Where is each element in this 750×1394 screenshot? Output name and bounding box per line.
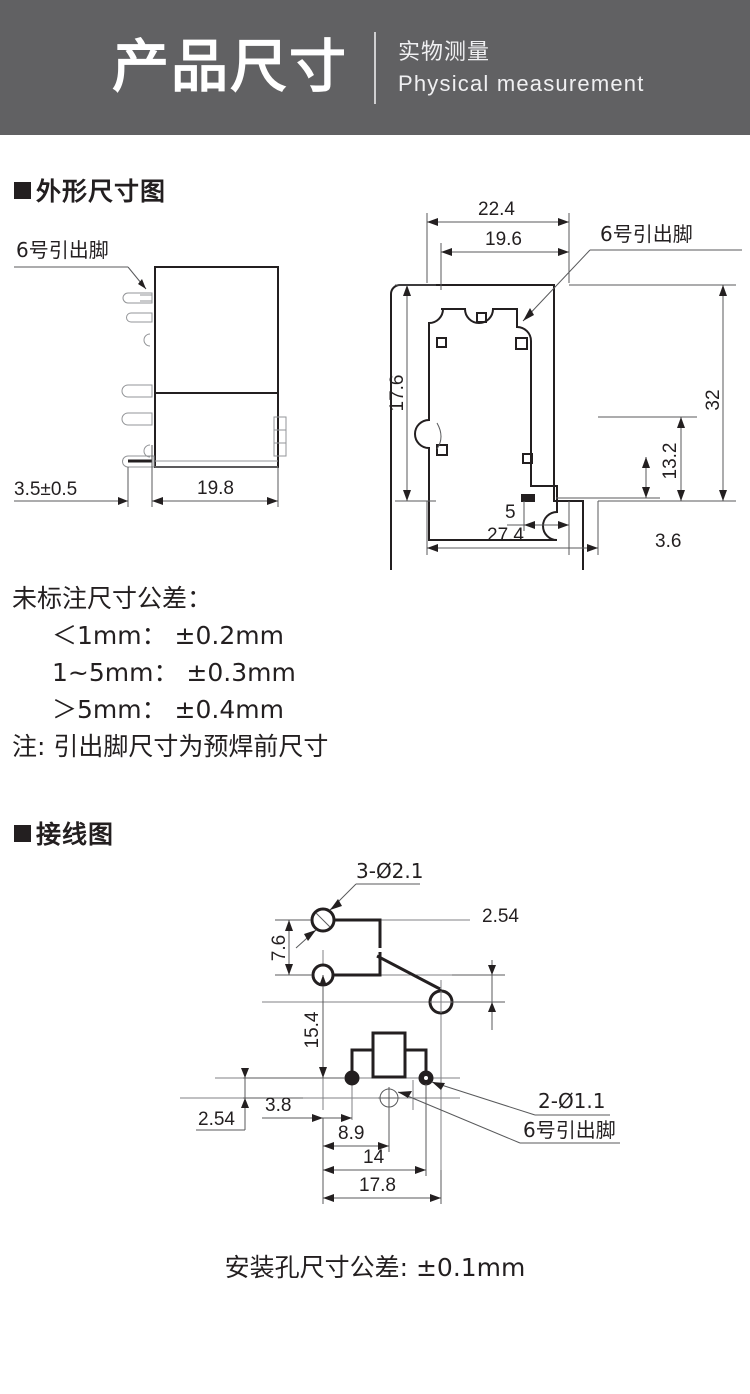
wiring-dim-h-178: 17.8	[359, 1175, 396, 1196]
section-heading-outline-label: 外形尺寸图	[36, 177, 167, 206]
outline-dimension-drawing: 6号引出脚 3.5±0.5 19.8 6号引出脚	[0, 195, 750, 570]
page-title: 产品尺寸	[112, 34, 348, 100]
bottom-view-dim-top-inner: 19.6	[485, 229, 522, 250]
header-subtitle-en: Physical measurement	[398, 70, 645, 96]
bottom-view-dim-right-step: 13.2	[660, 443, 681, 480]
wiring-dim-v-right: 2.54	[482, 906, 519, 927]
bottom-view-dim-right-overall: 32	[703, 389, 724, 410]
section-heading-outline-dimensions: 外形尺寸图	[14, 172, 166, 208]
tolerance-row-2: ＞5mm： ±0.4mm	[52, 695, 284, 724]
bottom-view-dim-bottom-right: 3.6	[655, 531, 681, 552]
bottom-view-pin6-callout-label: 6号引出脚	[600, 222, 693, 246]
tolerance-note-block: 未标注尺寸公差： ＜1mm： ±0.2mm 1~5mm： ±0.3mm ＞5mm…	[12, 580, 328, 765]
wiring-dim-h-89: 8.9	[338, 1123, 364, 1144]
square-bullet-icon	[14, 825, 31, 842]
bottom-view-dim-bottom-overall: 27.4	[487, 525, 524, 546]
wiring-callout-hole-small: 2-Ø1.1	[538, 1089, 606, 1113]
wiring-callout-pin6: 6号引出脚	[523, 1118, 616, 1142]
tolerance-row-1: 1~5mm： ±0.3mm	[52, 658, 296, 687]
tolerance-footnote: 注: 引出脚尺寸为预焊前尺寸	[12, 732, 329, 761]
wiring-dim-v-mid: 15.4	[302, 1011, 323, 1048]
wiring-callout-hole-large: 3-Ø2.1	[356, 860, 424, 883]
side-view-dim-thickness: 3.5±0.5	[14, 479, 77, 500]
wiring-dim-v-top: 7.6	[269, 935, 290, 961]
tolerance-row-0: ＜1mm： ±0.2mm	[52, 621, 284, 650]
square-bullet-icon	[14, 182, 31, 199]
tolerance-heading: 未标注尺寸公差：	[12, 584, 213, 613]
section-heading-wiring-label: 接线图	[36, 820, 115, 849]
header-subtitle-group: 实物测量 Physical measurement	[398, 36, 645, 100]
side-view-dim-width: 19.8	[197, 478, 234, 499]
wiring-dim-v-left-bottom: 2.54	[198, 1109, 235, 1130]
side-view-pin6-callout-label: 6号引出脚	[16, 238, 109, 262]
bottom-view-dim-bottom-small: 5	[505, 502, 516, 523]
bottom-view-dim-left-height: 17.6	[387, 375, 408, 412]
wiring-dim-h-38: 3.8	[265, 1095, 291, 1116]
bottom-view-dim-top-overall: 22.4	[478, 199, 515, 220]
header-subtitle-cn: 实物测量	[398, 38, 491, 64]
mounting-hole-tolerance-note: 安装孔尺寸公差: ±0.1mm	[224, 1253, 526, 1282]
wiring-dim-h-14: 14	[363, 1147, 385, 1168]
section-heading-wiring-diagram: 接线图	[14, 815, 114, 851]
wiring-diagram-drawing: 3-Ø2.1 2-Ø1.1 6号引出脚 7.6 15.4 2.54 2.54 3…	[0, 860, 750, 1240]
page-header-banner: 产品尺寸 实物测量 Physical measurement	[0, 0, 750, 135]
header-divider	[374, 31, 376, 104]
